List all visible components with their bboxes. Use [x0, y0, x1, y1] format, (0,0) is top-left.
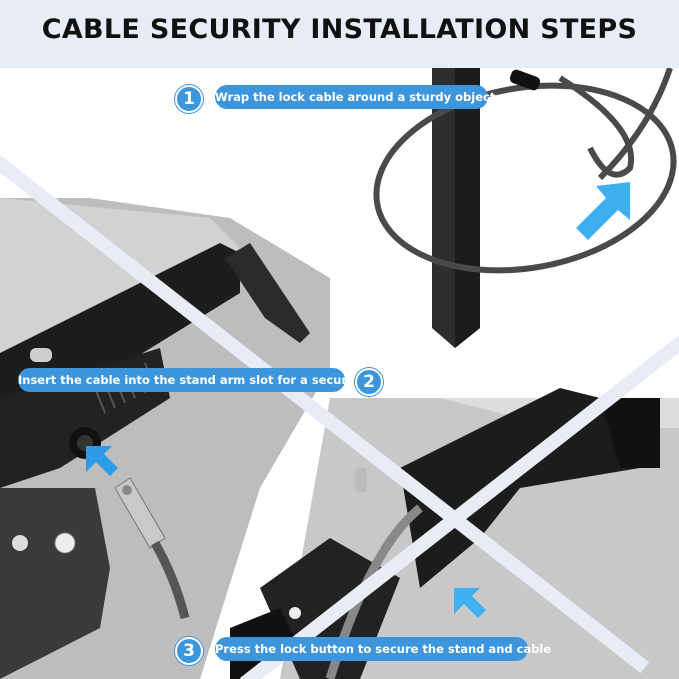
step-1-label: Wrap the lock cable around a sturdy obje…: [215, 85, 495, 109]
step-1-image: [373, 68, 677, 348]
arrow-up-left-icon: [454, 588, 486, 618]
page-title: CABLE SECURITY INSTALLATION STEPS: [41, 14, 638, 45]
step-2-image: [0, 198, 330, 679]
arrow-up-right-icon: [86, 446, 118, 476]
step-1-number: 1: [175, 85, 203, 113]
step-3-label: Press the lock button to secure the stan…: [215, 637, 551, 661]
step-3-number: 3: [175, 637, 203, 665]
step-2-label: Insert the cable into the stand arm slot…: [18, 368, 373, 392]
arrow-up-right-icon: [576, 182, 630, 240]
illustration-stage: [0, 68, 679, 679]
step-2-number: 2: [355, 368, 383, 396]
